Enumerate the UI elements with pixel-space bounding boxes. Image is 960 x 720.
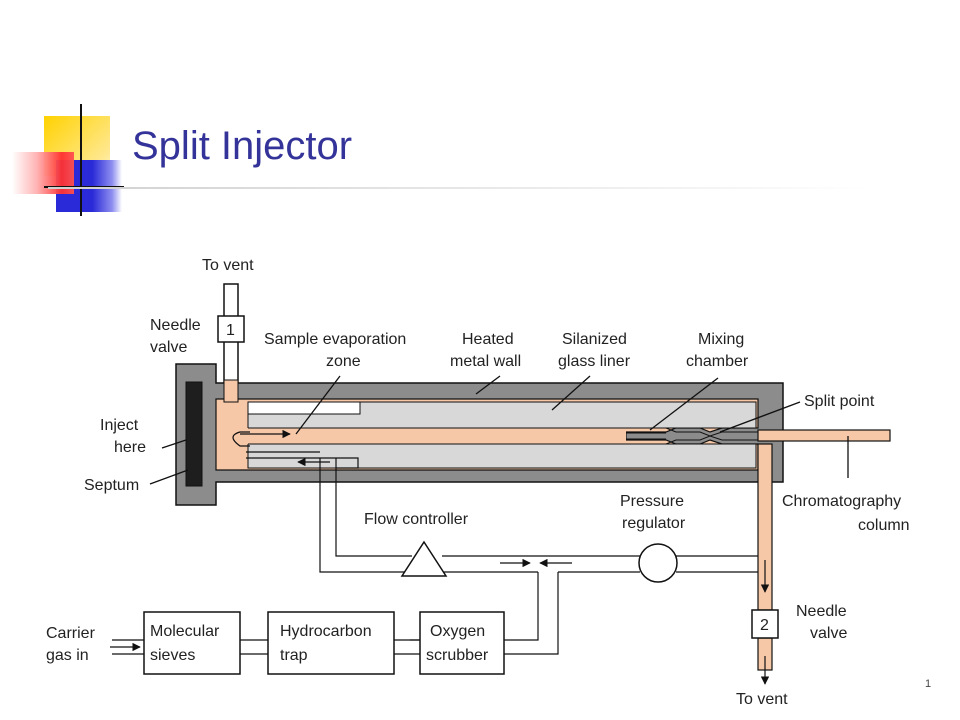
label-mixing-1: Mixing: [698, 331, 744, 348]
label-evap-1: Sample evaporation: [264, 331, 406, 348]
label-carrier-1: Carrier: [46, 625, 96, 642]
label-to-vent-bottom: To vent: [736, 691, 788, 708]
needle-valve-1-box: [217, 315, 245, 343]
hydrocarbon-trap-box: [267, 611, 395, 675]
label-heated-2: metal wall: [450, 353, 521, 370]
needle-valve-2-box: [751, 609, 779, 639]
label-silanized-1: Silanized: [562, 331, 627, 348]
label-carrier-2: gas in: [46, 647, 89, 664]
chromatography-column: [757, 429, 891, 442]
diagram-labels: To vent Needle valve 1 Sample evaporatio…: [46, 257, 910, 708]
label-needle-valve-top-1: Needle: [150, 317, 201, 334]
deco-vertical-line: [80, 104, 82, 216]
liner-gray-lower: [247, 443, 757, 469]
label-to-vent-top: To vent: [202, 257, 254, 274]
label-silanized-2: glass liner: [558, 353, 631, 370]
label-pressure-1: Pressure: [620, 493, 684, 510]
label-column-2: column: [858, 517, 910, 534]
label-column-1: Chromatography: [782, 493, 901, 510]
label-inject-1: Inject: [100, 417, 139, 434]
label-inject-2: here: [114, 439, 146, 456]
label-mixing-2: chamber: [686, 353, 749, 370]
slide-title: Split Injector: [132, 124, 353, 168]
septum: [185, 381, 203, 487]
split-outlet-tube: [757, 443, 773, 685]
flow-controller-symbol: [400, 540, 448, 577]
label-hydro-1: Hydrocarbon: [280, 623, 372, 640]
inlet-u-path: [232, 431, 250, 447]
liner-white-strip: [247, 401, 361, 415]
central-channel: [240, 428, 626, 444]
label-sieves-1: Molecular: [150, 623, 220, 640]
label-evap-2: zone: [326, 353, 361, 370]
mixing-chamber: [626, 427, 758, 445]
label-oxygen-1: Oxygen: [430, 623, 485, 640]
pressure-regulator-symbol: [638, 543, 678, 583]
label-needle-valve-bottom-1: Needle: [796, 603, 847, 620]
title-underline: [48, 187, 868, 189]
label-needle-valve-bottom-2: valve: [810, 625, 847, 642]
label-valve-2: 2: [760, 617, 769, 634]
label-oxygen-2: scrubber: [426, 647, 489, 664]
oxygen-scrubber-box: [419, 611, 505, 675]
label-valve-1: 1: [226, 322, 235, 339]
label-septum: Septum: [84, 477, 139, 494]
label-flow-controller: Flow controller: [364, 511, 469, 528]
carrier-gas-plumbing: [112, 451, 758, 655]
molecular-sieves-box: [143, 611, 241, 675]
slide-corner-mark: 1: [925, 678, 932, 690]
label-split-point: Split point: [804, 393, 875, 410]
label-heated-1: Heated: [462, 331, 514, 348]
label-needle-valve-top-2: valve: [150, 339, 187, 356]
label-hydro-2: trap: [280, 647, 308, 664]
leader-lines: [149, 375, 849, 485]
label-sieves-2: sieves: [150, 647, 195, 664]
label-pressure-2: regulator: [622, 515, 686, 532]
